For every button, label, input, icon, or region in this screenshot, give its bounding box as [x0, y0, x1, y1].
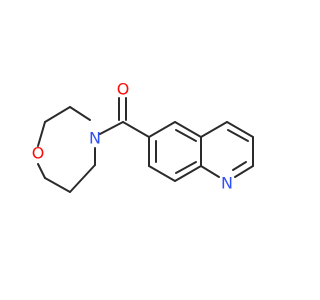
bond-pyr-1 [200, 121, 228, 138]
bond-pyr-2 [226, 121, 254, 138]
bond-carbonyl-n [99, 121, 124, 135]
molecule-structure: O N O N [32, 80, 254, 193]
bond-benz-3 [174, 165, 202, 182]
bond-pyr-2-inner [227, 129, 249, 142]
bond-benz-5 [174, 121, 202, 138]
bond-benz-5-inner [175, 129, 197, 142]
bond-morph-6 [69, 164, 96, 193]
bond-morph-2 [44, 106, 71, 123]
bond-benz-6 [148, 121, 176, 138]
bond-benz-3-inner [175, 161, 197, 174]
bond-morph-4 [37, 163, 46, 179]
bond-benz-2 [148, 165, 176, 182]
atom-labels: O N O N [32, 80, 233, 193]
bond-morph-5 [44, 177, 71, 193]
bond-pyr-5 [200, 165, 220, 178]
bond-morph-1 [69, 106, 91, 121]
bonds [37, 97, 254, 193]
bond-carbonyl-ring [122, 121, 150, 138]
atom-o-carbonyl: O [117, 80, 130, 99]
atom-o-ring: O [32, 144, 45, 163]
atom-n-amide: N [89, 129, 101, 148]
atom-n-ring: N [221, 174, 233, 193]
bond-morph-3 [37, 121, 46, 147]
bond-pyr-4-inner [232, 161, 247, 171]
bond-pyr-4 [234, 165, 254, 178]
